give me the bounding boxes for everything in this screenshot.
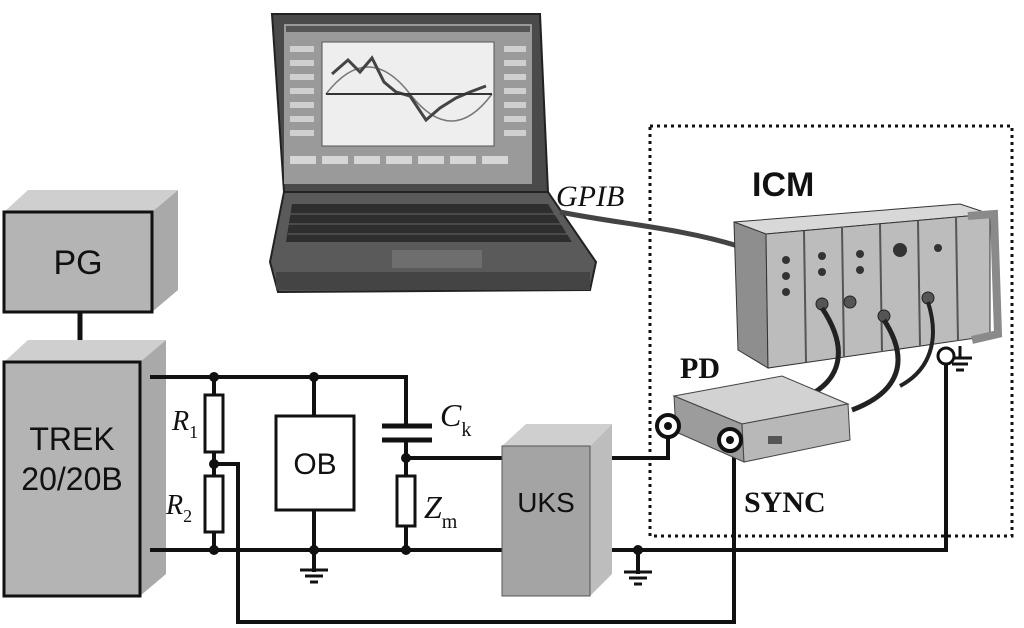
- resistor-r2: [203, 474, 225, 534]
- pg-block: PG: [2, 190, 178, 314]
- ck-label: Ck: [440, 397, 471, 441]
- pd-cable: [851, 318, 901, 413]
- r1-label: R1: [171, 406, 198, 442]
- trek-amplifier-block: TREK 20/20B: [2, 340, 166, 598]
- bnc-connector: [655, 413, 681, 439]
- zm-label: Zm: [424, 489, 458, 533]
- pd-cable: [899, 301, 935, 388]
- r2-label: R2: [165, 490, 192, 526]
- trek-label-line2: 20/20B: [21, 461, 122, 497]
- bnc-connector: [717, 427, 743, 453]
- icm-instrument: [733, 203, 1003, 369]
- icm-label: ICM: [752, 166, 814, 204]
- bnc-connector: [936, 346, 956, 366]
- dotted-enclosure: [648, 124, 1014, 538]
- ground-symbol: [300, 568, 328, 584]
- ground-symbol: [624, 570, 652, 586]
- measuring-impedance-zm: [395, 474, 417, 528]
- capacitor-ck: [382, 423, 432, 443]
- pd-cable: [806, 306, 841, 399]
- laptop-computer: [268, 13, 598, 294]
- gpib-label: GPIB: [556, 180, 624, 213]
- junction-nodes: [209, 351, 951, 555]
- pd-label: PD: [680, 352, 720, 385]
- resistor-r1: [203, 393, 225, 454]
- uks-label: UKS: [517, 487, 575, 518]
- circuit-wiring: [150, 358, 948, 624]
- pg-label: PG: [53, 244, 102, 282]
- sync-label: SYNC: [744, 486, 826, 519]
- test-object-ob: [274, 414, 356, 512]
- trek-label-line1: TREK: [29, 421, 114, 457]
- uks-block: UKS: [501, 424, 612, 597]
- gpib-cable: [559, 209, 739, 249]
- ob-label: OB: [293, 448, 336, 481]
